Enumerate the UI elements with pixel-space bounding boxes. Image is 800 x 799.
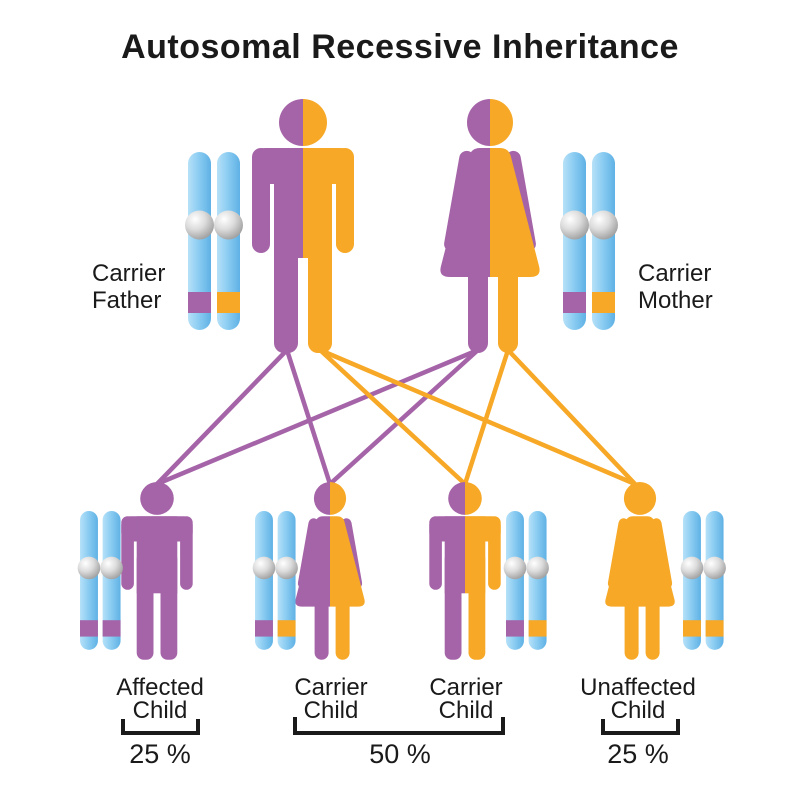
affected-percentage: 25 % [129, 739, 191, 769]
orange-allele-band [528, 620, 547, 637]
carrier-father-figure [252, 99, 354, 353]
orange-allele-band [217, 292, 240, 313]
child-label-line1: Carrier [294, 674, 367, 701]
mother-label-line2: Mother [638, 287, 713, 314]
carrier-bracket [293, 717, 505, 735]
mother-chromosome-pair [560, 152, 618, 330]
father-label-line2: Father [92, 287, 161, 314]
child-label-line2: Child [304, 697, 359, 724]
purple-allele-band [563, 292, 586, 313]
affected-child-figure [121, 482, 193, 660]
unaffected-child-label: Unaffected Child [580, 674, 696, 724]
child-label-line1: Affected [116, 674, 204, 701]
unaffected-child-figure [605, 482, 675, 660]
orange-allele-band [277, 620, 296, 637]
allele-line-father-purple-to-affected-child [155, 348, 289, 486]
child-label-line2: Child [611, 697, 666, 724]
father-label-line1: Carrier [92, 260, 165, 287]
allele-line-father-orange-to-unaffected-child [319, 347, 636, 487]
carrier-child-1-label: Carrier Child [294, 674, 367, 724]
carrier-mother-label: Carrier Mother [638, 260, 713, 314]
affected-child-chromosome-pair [77, 511, 123, 650]
carrier-father-label: Carrier Father [92, 260, 165, 314]
child-label-line2: Child [439, 697, 494, 724]
affected-bracket [121, 719, 200, 735]
unaffected-percentage: 25 % [607, 739, 669, 769]
allele-line-mother-orange-to-unaffected-child [506, 348, 637, 486]
purple-allele-band [188, 292, 211, 313]
unaffected-child-chromosome-pair [680, 511, 726, 650]
allele-line-mother-purple-to-affected-child [156, 347, 479, 487]
affected-child-label: Affected Child [116, 674, 204, 724]
carrier-child-2-label: Carrier Child [429, 674, 502, 724]
allele-line-father-orange-to-carrier-child-2 [318, 348, 467, 486]
orange-allele-band [683, 620, 701, 637]
purple-allele-band [506, 620, 524, 637]
father-chromosome-pair [185, 152, 243, 330]
orange-allele-band [705, 620, 724, 637]
child-label-line1: Carrier [429, 674, 502, 701]
purple-allele-band [80, 620, 98, 637]
unaffected-bracket [601, 719, 680, 735]
carrier-child-2-figure [429, 482, 501, 660]
carrier-mother-figure [440, 99, 540, 353]
allele-line-mother-orange-to-carrier-child-2 [462, 349, 511, 485]
carrier-child-2-chromosome-pair [503, 511, 549, 650]
diagram-title: Autosomal Recessive Inheritance [121, 28, 679, 66]
child-label-line2: Child [133, 697, 188, 724]
purple-allele-band [255, 620, 273, 637]
mother-label-line1: Carrier [638, 260, 711, 287]
carrier-child-1-figure [295, 482, 365, 660]
allele-line-mother-purple-to-carrier-child-1 [328, 348, 480, 486]
inheritance-lines [155, 347, 637, 487]
carrier-child-1-chromosome-pair [252, 511, 298, 650]
child-label-line1: Unaffected [580, 674, 696, 701]
carrier-percentage: 50 % [369, 739, 431, 769]
orange-allele-band [592, 292, 615, 313]
allele-line-father-purple-to-carrier-child-1 [284, 349, 333, 485]
purple-allele-band [102, 620, 121, 637]
